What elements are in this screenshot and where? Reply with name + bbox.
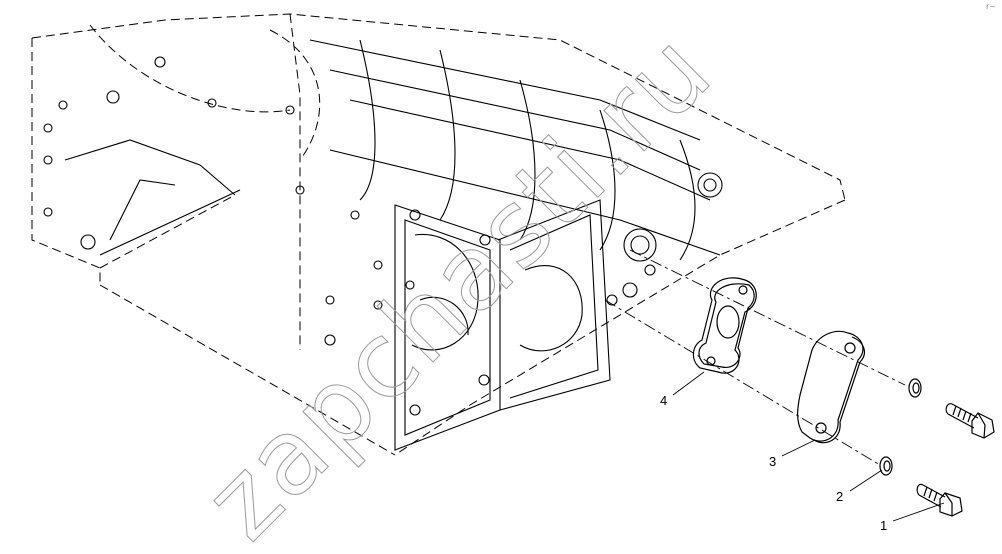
assembly-axis-lines: [604, 249, 906, 466]
callout-1: 1: [880, 518, 887, 533]
corner-mark: r~: [986, 2, 996, 11]
bolt-part-1: [916, 403, 995, 517]
watermark-text: zapchasti.ru: [181, 9, 734, 554]
cover-plate-part-3: [797, 330, 866, 444]
callout-2: 2: [836, 489, 843, 504]
gasket-part-4: [692, 277, 757, 374]
washer-part-2: [879, 378, 922, 476]
engine-block-outline: [31, 13, 846, 456]
engine-block-detail: [43, 39, 723, 451]
callout-3: 3: [769, 454, 776, 469]
callout-leaders: [672, 371, 945, 522]
callout-4: 4: [660, 393, 667, 408]
